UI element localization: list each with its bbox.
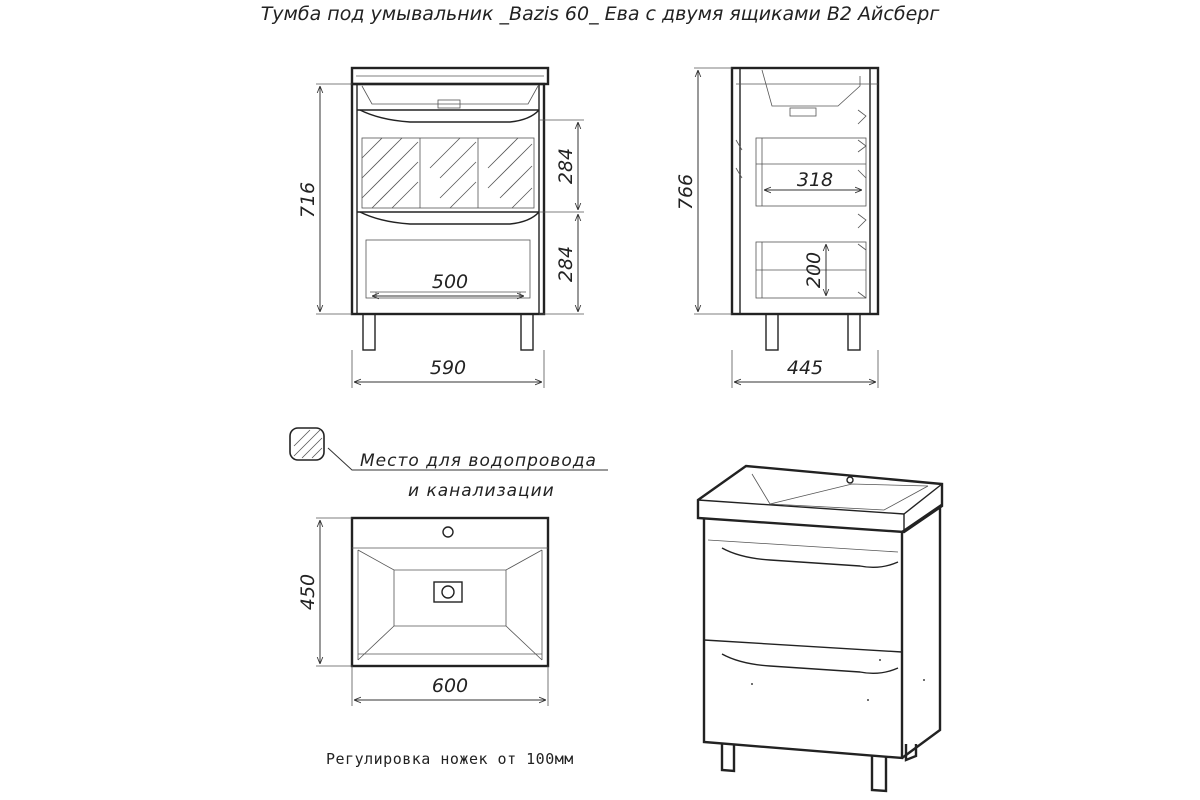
dim-drawer-284-top: 284 [555,148,577,184]
dim-width-590: 590 [430,357,466,379]
front-view: 716 284 284 500 590 [297,66,584,388]
dim-depth-445: 445 [787,357,823,379]
side-view: 766 318 200 445 [675,66,880,388]
isometric-view [696,464,944,793]
footer-note: Регулировка ножек от 100мм [326,750,574,768]
legend-line-1: Место для водопровода [360,451,597,471]
legend-line-2: и канализации [408,481,555,501]
dim-height-716: 716 [297,182,319,218]
drawing-title: Тумба под умывальник _Bazis 60_ Ева с дв… [261,3,941,25]
plumbing-legend: Место для водопровода и канализации [289,427,608,501]
plumbing-zone-symbol [289,427,325,461]
dim-plan-depth-450: 450 [297,574,319,610]
dim-drawer-284-bottom: 284 [555,246,577,282]
dim-plan-width-600: 600 [432,675,468,697]
dim-drawer-inner-height-200: 200 [803,252,825,288]
plan-view: 450 600 [297,516,550,706]
dim-height-766: 766 [675,174,697,210]
dim-drawer-depth-318: 318 [797,169,833,191]
dim-inner-width-500: 500 [432,271,468,293]
